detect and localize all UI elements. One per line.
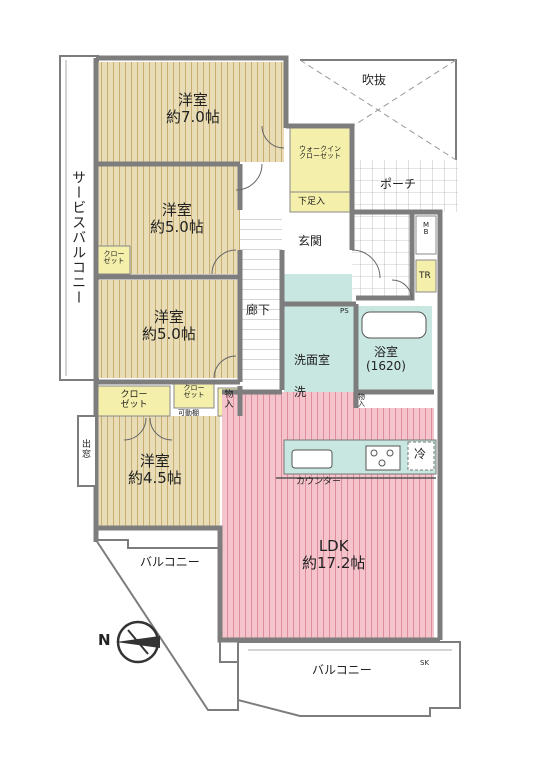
ldk-floor: [222, 392, 434, 640]
bay-window: [77, 415, 97, 487]
bedroom-3-label: 洋室約5.0帖: [142, 308, 196, 344]
entrance-floor: [282, 250, 352, 274]
balcony-bottom-label: バルコニー: [312, 663, 372, 677]
bedroom-1-floor: [98, 62, 284, 162]
closet-bed4-label: クロー ゼット: [120, 390, 148, 411]
bathroom-label: 浴室 (1620): [366, 345, 406, 373]
sk-label: SK: [420, 659, 430, 667]
tr-cabinet: [415, 259, 437, 293]
mb-cabinet: [415, 215, 437, 255]
bedroom-4-floor: [98, 416, 220, 526]
closet-bed2: [97, 245, 131, 275]
void-label: 吹抜: [362, 73, 387, 87]
storage-label: 物 入: [224, 390, 234, 411]
bedroom-4-label: 洋室約4.5帖: [128, 452, 182, 488]
movable-shelf-label: 可動棚: [178, 409, 199, 417]
closet-bed4: [97, 385, 171, 417]
bedroom-2-label: 洋室約5.0帖: [150, 201, 204, 237]
porch-floor: [352, 160, 458, 212]
corridor-floor: [240, 210, 282, 386]
bedroom-3-floor: [98, 280, 240, 378]
porch-floor-lower: [352, 212, 412, 298]
fridge-space: [407, 441, 435, 471]
porch-label: ポーチ: [380, 177, 417, 191]
shoe-rack-label: 下足入: [298, 197, 326, 207]
entrance-label: 玄関: [298, 234, 323, 248]
counter-label: カウンター: [296, 477, 342, 487]
compass-label: N: [98, 631, 111, 649]
sink: [291, 449, 333, 469]
tr-label: TR: [419, 271, 431, 281]
bedroom-1-label: 洋室約7.0帖: [166, 91, 220, 127]
service-balcony-label: サービスバルコニー: [70, 170, 87, 305]
washroom-label: 洗面室: [294, 353, 331, 367]
closet-bed2-label: クロー ゼット: [103, 250, 125, 266]
fridge-label: 冷: [414, 447, 427, 461]
washer-label: 洗: [294, 385, 307, 399]
closet-center: [173, 381, 215, 409]
washroom-floor: [284, 306, 356, 406]
door-swings: [123, 125, 413, 441]
storage-small-label: 物 入: [358, 393, 365, 409]
toilet-room: [284, 274, 352, 304]
balcony-left-label: バルコニー: [140, 555, 200, 569]
service-balcony: [59, 55, 99, 381]
bathtub: [361, 311, 427, 339]
corridor-label: 廊下: [246, 303, 271, 317]
ps-label: PS: [340, 307, 349, 315]
mb-label: M B: [423, 221, 430, 237]
left-balcony: [94, 539, 239, 711]
stove: [365, 445, 401, 471]
walkin-closet-label: ウォークイン クローゼット: [299, 145, 341, 161]
bottom-balcony: [237, 641, 461, 717]
compass-icon: [116, 620, 160, 664]
closet-center-label: クロー ゼット: [183, 384, 205, 400]
bay-window-label: 出 窓: [82, 440, 92, 461]
